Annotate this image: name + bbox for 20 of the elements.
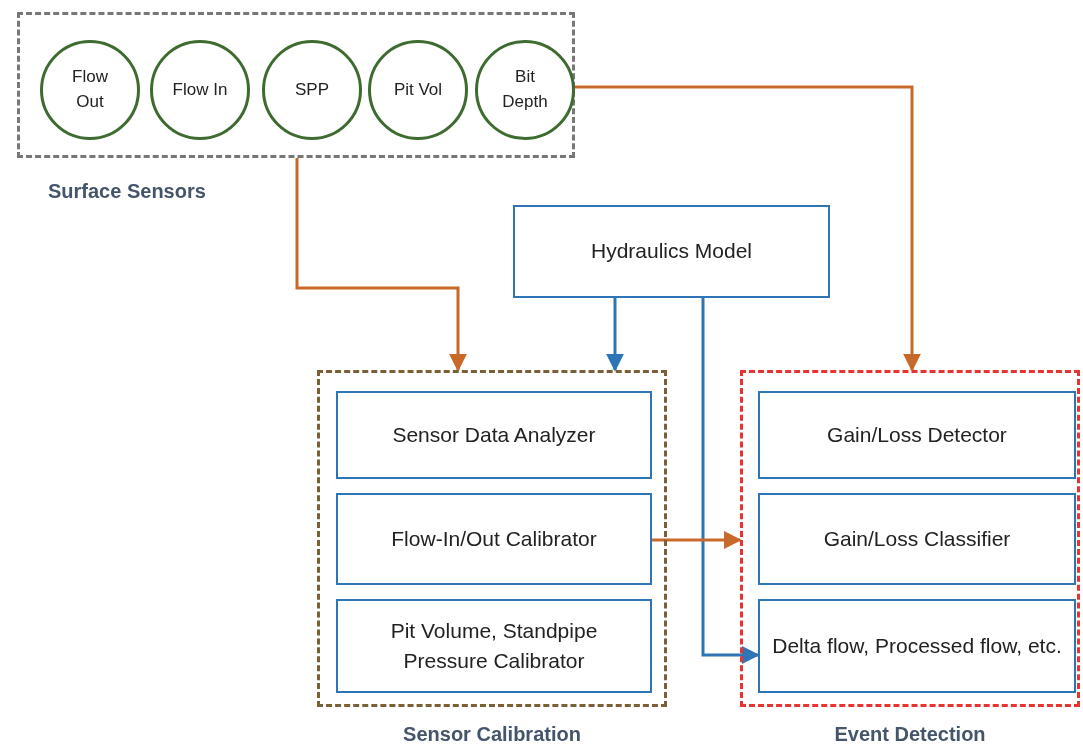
- process-box: Hydraulics Model: [513, 205, 830, 298]
- arrow: [295, 158, 467, 372]
- group-title: Surface Sensors: [48, 180, 206, 203]
- sensor-circle: Pit Vol: [368, 40, 468, 140]
- process-box: Flow-In/Out Calibrator: [336, 493, 652, 585]
- process-box: Gain/Loss Classifier: [758, 493, 1076, 585]
- arrow: [606, 298, 624, 372]
- sensor-circle: Flow In: [150, 40, 250, 140]
- arrow: [701, 298, 760, 664]
- sensor-circle: Flow Out: [40, 40, 140, 140]
- sensor-circle: Bit Depth: [475, 40, 575, 140]
- process-box: Pit Volume, Standpipe Pressure Calibrator: [336, 599, 652, 693]
- sensor-circle: SPP: [262, 40, 362, 140]
- process-box: Gain/Loss Detector: [758, 391, 1076, 479]
- process-box: Delta flow, Processed flow, etc.: [758, 599, 1076, 693]
- process-box: Sensor Data Analyzer: [336, 391, 652, 479]
- group-title: Sensor Calibration: [403, 723, 581, 746]
- arrow: [575, 85, 921, 372]
- arrow: [652, 531, 742, 549]
- group-title: Event Detection: [834, 723, 986, 746]
